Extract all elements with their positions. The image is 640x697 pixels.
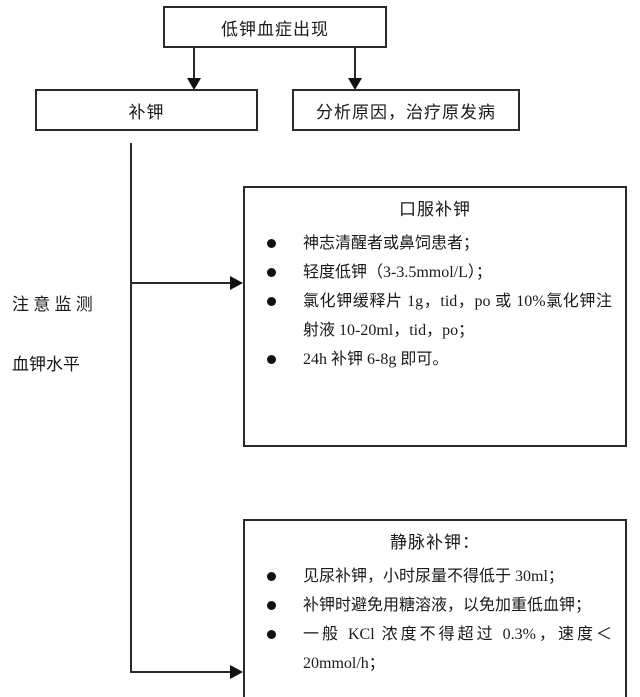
side-note-line2: 血钾水平 [12,355,80,374]
oral-bullet-2: 轻度低钾（3-3.5mmol/L）； [303,264,492,281]
bullet-dot-icon [267,601,276,610]
iv-box-title: 静脉补钾： [390,533,480,552]
connector-top-to-analyze-line [354,48,356,79]
connector-to-oral-line [130,282,231,284]
iv-bullet-1: 见尿补钾，小时尿量不得低于 30ml； [303,568,564,585]
oral-bullet-3: 氯化钾缓释片 1g，tid，po 或 10%氯化钾注射液 10-20ml，tid… [303,293,612,339]
list-item: 神志清醒者或鼻饲患者； [258,229,612,258]
node-oral-supplement: 口服补钾 神志清醒者或鼻饲患者； 轻度低钾（3-3.5mmol/L）； 氯化钾缓… [243,186,627,447]
list-item: 氯化钾缓释片 1g，tid，po 或 10%氯化钾注射液 10-20ml，tid… [258,287,612,345]
side-note-line1: 注 意 监 测 [12,295,93,314]
iv-box-bullet-list: 见尿补钾，小时尿量不得低于 30ml； 补钾时避免用糖溶液，以免加重低血钾； 一… [258,562,612,678]
node-analyze-cause: 分析原因，治疗原发病 [292,89,520,131]
bullet-dot-icon [267,572,276,581]
node-analyze-cause-label: 分析原因，治疗原发病 [316,102,496,122]
oral-box-bullet-list: 神志清醒者或鼻饲患者； 轻度低钾（3-3.5mmol/L）； 氯化钾缓释片 1g… [258,229,612,374]
list-item: 一般 KCl 浓度不得超过 0.3%，速度＜20mmol/h； [258,620,612,678]
oral-bullet-4: 24h 补钾 6-8g 即可。 [303,351,449,368]
node-potassium-supplement: 补钾 [35,89,258,131]
node-hypokalemia-onset: 低钾血症出现 [163,6,387,48]
oral-bullet-1: 神志清醒者或鼻饲患者； [303,235,480,252]
bullet-dot-icon [267,268,276,277]
list-item: 轻度低钾（3-3.5mmol/L）； [258,258,612,287]
connector-top-to-supplement-arrowhead-icon [187,78,201,90]
node-potassium-supplement-label: 补钾 [128,102,165,122]
iv-bullet-3: 一般 KCl 浓度不得超过 0.3%，速度＜20mmol/h； [303,626,612,672]
list-item: 补钾时避免用糖溶液，以免加重低血钾； [258,591,612,620]
bullet-dot-icon [267,297,276,306]
connector-to-oral-arrowhead-icon [230,276,243,290]
connector-to-iv-line [130,671,231,673]
list-item: 24h 补钾 6-8g 即可。 [258,345,612,374]
list-item: 见尿补钾，小时尿量不得低于 30ml； [258,562,612,591]
connector-top-to-analyze-arrowhead-icon [348,78,362,90]
node-hypokalemia-onset-label: 低钾血症出现 [221,19,329,39]
oral-box-title: 口服补钾 [399,200,471,219]
iv-bullet-2: 补钾时避免用糖溶液，以免加重低血钾； [303,597,592,614]
bullet-dot-icon [267,630,276,639]
connector-trunk-vertical-line [130,143,132,673]
connector-top-to-supplement-line [193,48,195,79]
connector-to-iv-arrowhead-icon [230,665,243,679]
bullet-dot-icon [267,355,276,364]
node-iv-supplement: 静脉补钾： 见尿补钾，小时尿量不得低于 30ml； 补钾时避免用糖溶液，以免加重… [243,519,627,697]
bullet-dot-icon [267,239,276,248]
side-note-monitor-potassium: 注 意 监 测 血钾水平 [12,260,124,410]
